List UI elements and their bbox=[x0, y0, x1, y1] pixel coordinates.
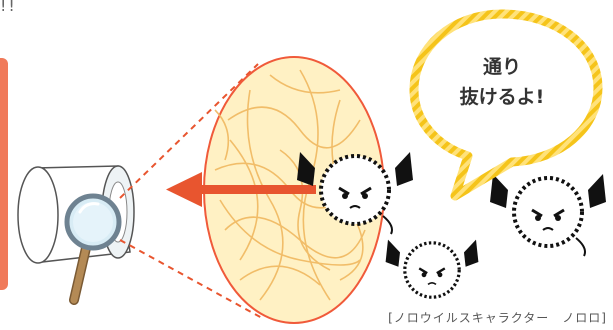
magnifier-icon bbox=[64, 193, 122, 305]
accent-bar bbox=[0, 58, 8, 290]
speech-bubble-text: 通り 抜けるよ! bbox=[432, 52, 572, 112]
zoom-dashed-lines bbox=[119, 63, 263, 319]
character-caption: [ノロウイルスキャラクター ノロロ] bbox=[388, 311, 607, 325]
speech-bubble-line1: 通り bbox=[482, 56, 521, 78]
speech-bubble-icon bbox=[409, 9, 603, 201]
speech-bubble-line2: 抜けるよ! bbox=[459, 86, 545, 108]
top-text-fragment: !! bbox=[0, 0, 17, 15]
norovirus-character-icon bbox=[297, 152, 606, 299]
left-arrow-icon bbox=[166, 172, 316, 207]
